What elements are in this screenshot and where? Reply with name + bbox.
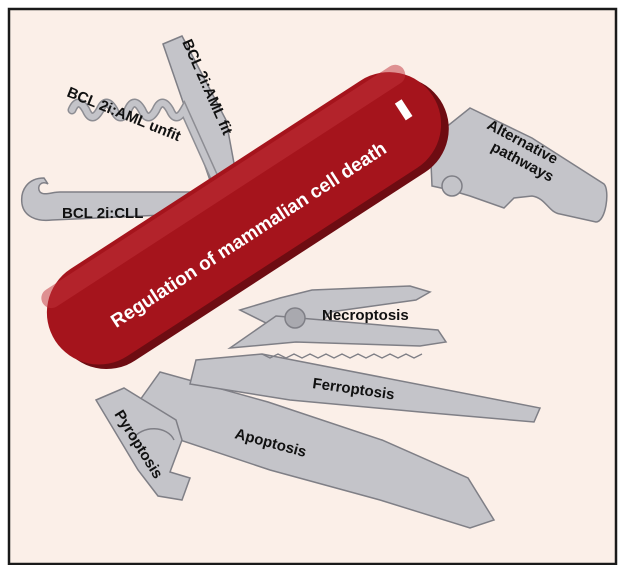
cll-label: BCL 2i:CLL (62, 205, 143, 222)
necroptosis-label: Necroptosis (322, 307, 409, 324)
